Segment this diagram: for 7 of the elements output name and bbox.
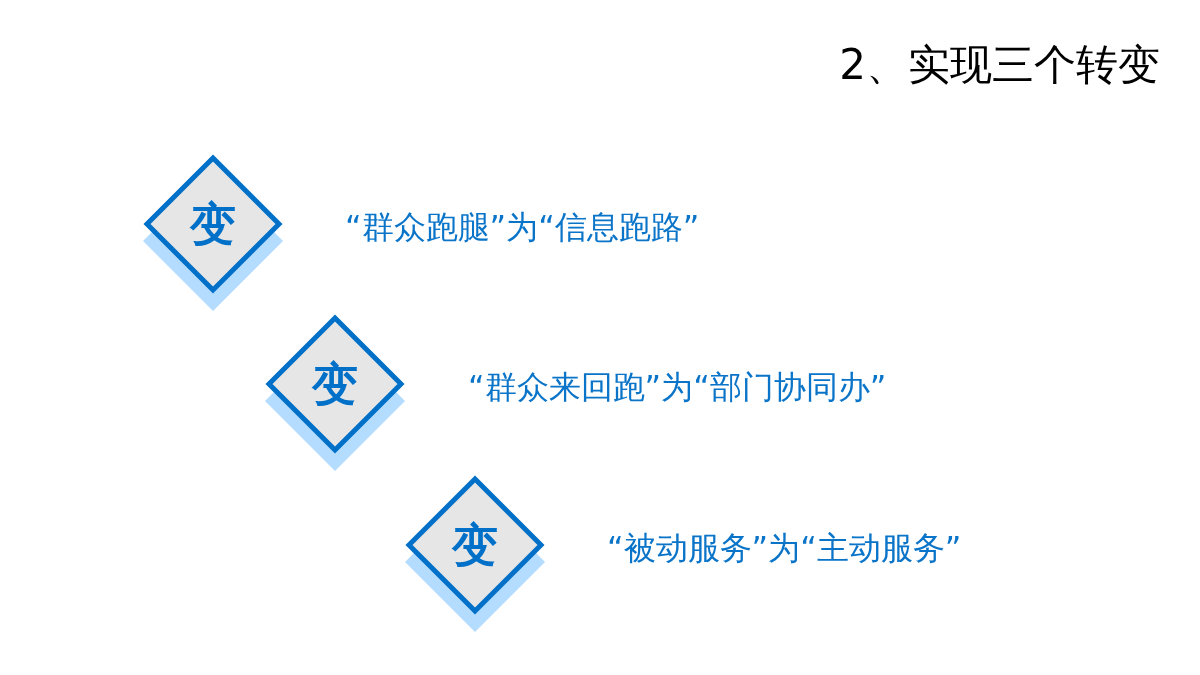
tile-character: 变 xyxy=(190,201,236,247)
tile-character: 变 xyxy=(452,522,498,568)
statement-text: “群众跑腿”为“信息跑路” xyxy=(345,207,700,247)
page-title: 2、实现三个转变 xyxy=(839,40,1160,90)
statement-text: “群众来回跑”为“部门协同办” xyxy=(468,367,887,407)
tile-character: 变 xyxy=(312,361,358,407)
statement-text: “被动服务”为“主动服务” xyxy=(607,528,962,568)
